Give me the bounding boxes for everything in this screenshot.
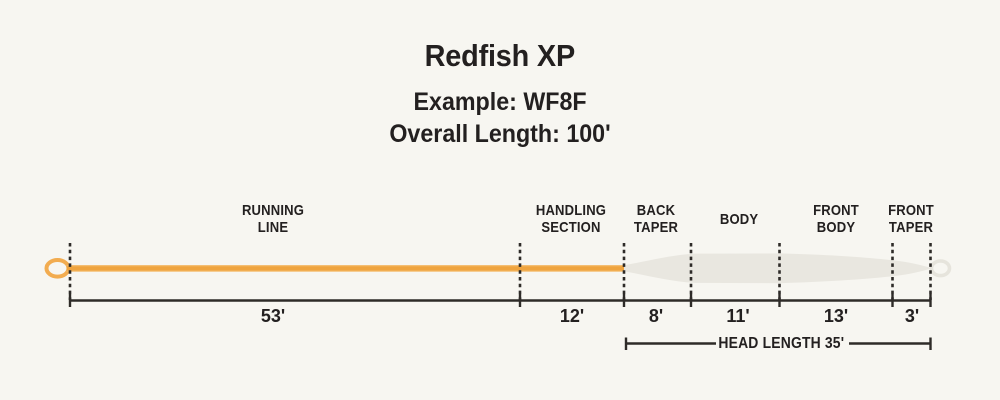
page-title: Redfish XP [424,38,576,73]
section-length-body: 11' [726,306,750,326]
head-taper-shape [624,253,930,284]
subtitle-overall-length: Overall Length: 100' [389,120,611,148]
section-label-front-taper: FRONT TAPER [888,202,934,236]
section-label-handling-section: HANDLING SECTION [535,202,607,236]
section-length-front-body: 13' [823,306,849,326]
running-line-segment [66,265,624,272]
section-length-handling-section: 12' [559,306,585,326]
section-label-body: BODY [719,211,759,228]
section-label-front-body: FRONT BODY [813,202,859,236]
left-welded-loop [44,258,71,279]
head-length-label: HEAD LENGTH 35' [718,335,844,352]
section-label-running-line: RUNNING LINE [241,202,305,236]
head-length-measure-line [624,337,932,350]
right-welded-loop [929,259,952,278]
section-length-back-taper: 8' [648,306,664,326]
length-measure-line [68,294,932,307]
section-length-front-taper: 3' [904,306,920,326]
section-length-running-line: 53' [260,306,286,326]
section-label-back-taper: BACK TAPER [633,202,679,236]
section-boundary-dashes [68,243,932,300]
subtitle-example: Example: WF8F [413,88,587,116]
